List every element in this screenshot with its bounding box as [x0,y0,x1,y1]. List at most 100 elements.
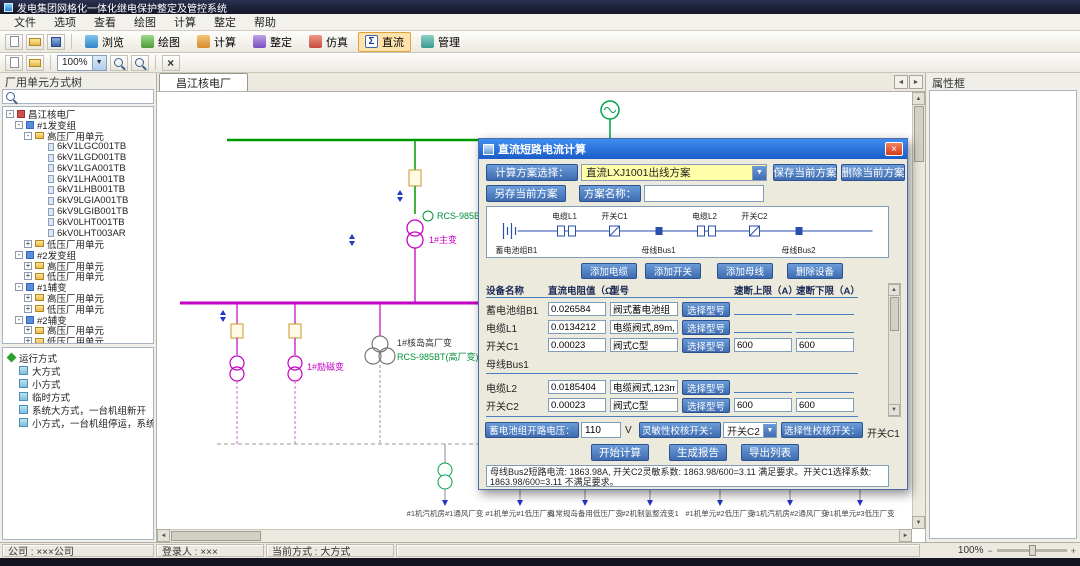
tab-scroll-right-icon[interactable]: ► [909,75,923,89]
tree-item[interactable]: +低压厂用单元 [3,239,153,250]
tab-plant[interactable]: 昌江核电厂 [159,73,248,91]
tree-item[interactable]: +低压厂用单元 [3,271,153,282]
menu-item-calc[interactable]: 计算 [166,13,204,31]
vertical-scroll-thumb[interactable] [914,106,924,162]
tree-expander-icon[interactable]: - [6,110,14,118]
delete-device-button[interactable]: 删除设备 [787,263,843,279]
browse-button[interactable]: 浏览 [78,32,131,52]
new-file-button[interactable] [5,34,23,50]
select-model-button[interactable]: 选择型号 [682,398,730,413]
resistance-field[interactable] [548,320,606,334]
zoom-slider[interactable] [997,549,1067,552]
generate-report-button[interactable]: 生成报告 [669,444,727,461]
lower-limit-field[interactable] [796,338,854,352]
select-model-button[interactable]: 选择型号 [682,302,730,317]
tree-expander-icon[interactable]: + [24,272,32,280]
resistance-field[interactable] [548,338,606,352]
canvas-vertical-scrollbar[interactable]: ▲ ▼ [912,92,925,529]
chevron-down-icon[interactable]: ▼ [92,56,106,70]
zoom-in-icon[interactable]: + [1071,546,1076,556]
menu-item-draw[interactable]: 绘图 [126,13,164,31]
model-field[interactable] [610,302,678,316]
feeder-branch[interactable] [438,444,452,506]
delete-tool-button[interactable]: × [162,55,180,71]
run-mode-item[interactable]: 小方式，一台机组停运，系统侧新开 [3,416,153,429]
select-model-button[interactable]: 选择型号 [682,338,730,353]
model-field[interactable] [610,338,678,352]
table-scroll-thumb[interactable] [890,297,899,331]
property-panel-body[interactable] [929,90,1077,539]
add-bus-button[interactable]: 添加母线 [717,263,773,279]
tree-expander-icon[interactable]: + [24,305,32,313]
start-calculation-button[interactable]: 开始计算 [591,444,649,461]
table-scrollbar[interactable]: ▲ ▼ [888,283,901,417]
sensitivity-switch-combobox[interactable]: 开关C2 ▼ [723,422,777,438]
resistance-field[interactable] [548,398,606,412]
run-mode-item[interactable]: 临时方式 [3,390,153,403]
aux-transformer-symbol[interactable] [230,356,244,381]
run-mode-item[interactable]: 系统大方式，一台机组新开 [3,403,153,416]
upper-limit-field[interactable] [734,398,792,412]
tree-expander-icon[interactable]: - [15,251,23,259]
horizontal-scroll-thumb[interactable] [171,531,261,541]
zoom-out-icon[interactable]: − [987,546,992,556]
scroll-up-icon[interactable]: ▲ [912,92,925,105]
delete-scheme-button[interactable]: 删除当前方案 [841,164,905,181]
tree-item[interactable]: 6kV9LGIB001TB [3,206,153,217]
main-transformer-symbol[interactable] [407,220,423,248]
tree-expander-icon[interactable]: + [24,294,32,302]
resistance-field[interactable] [548,302,606,316]
tree-item[interactable]: 6kV1LGC001TB [3,141,153,152]
tab-scroll-left-icon[interactable]: ◄ [894,75,908,89]
calc-button[interactable]: 计算 [190,32,243,52]
scheme-name-field[interactable] [644,185,764,202]
pan-tool-button[interactable] [26,55,44,71]
setting-button[interactable]: 整定 [246,32,299,52]
menu-item-view[interactable]: 查看 [86,13,124,31]
run-mode-item[interactable]: 小方式 [3,377,153,390]
menu-item-file[interactable]: 文件 [6,13,44,31]
run-mode-item[interactable]: 大方式 [3,364,153,377]
generator-symbol[interactable] [601,101,619,119]
tree-item[interactable]: 6kV1LGA001TB [3,163,153,174]
scheme-combobox[interactable]: 直流LXJ1001出线方案 ▼ [581,164,767,181]
export-list-button[interactable]: 导出列表 [741,444,799,461]
menu-item-help[interactable]: 帮助 [246,13,284,31]
tree-item[interactable]: 6kV1LGD001TB [3,152,153,163]
select-tool-button[interactable] [5,55,23,71]
chevron-down-icon[interactable]: ▼ [763,424,776,437]
circuit-preview-panel[interactable]: 电缆L1 开关C1 电缆L2 开关C2 蓄电池组B1 母线Bus1 母线Bus2 [486,206,889,258]
tree-expander-icon[interactable]: + [24,240,32,248]
scroll-up-icon[interactable]: ▲ [888,284,900,296]
canvas-horizontal-scrollbar[interactable]: ◄ ► [157,529,912,542]
add-cable-button[interactable]: 添加电缆 [581,263,637,279]
upper-limit-field[interactable] [734,338,792,352]
zoom-combobox[interactable]: 100% ▼ [57,55,107,71]
scroll-right-icon[interactable]: ► [899,529,912,542]
menu-item-options[interactable]: 选项 [46,13,84,31]
zoom-out-button[interactable] [131,55,149,71]
menu-item-setting[interactable]: 整定 [206,13,244,31]
zoom-slider-thumb[interactable] [1029,545,1036,556]
resistance-field[interactable] [548,380,606,394]
chevron-down-icon[interactable]: ▼ [752,166,766,180]
tree-item[interactable]: 6kV1LHA001TB [3,174,153,185]
dialog-title-bar[interactable]: 直流短路电流计算 × [479,139,907,159]
tree-expander-icon[interactable]: - [24,132,32,140]
save-button[interactable] [47,34,65,50]
tree-expander-icon[interactable]: + [24,337,32,344]
model-field[interactable] [610,398,678,412]
tree-item[interactable]: 6kV1LHB001TB [3,185,153,196]
scroll-left-icon[interactable]: ◄ [157,529,170,542]
model-field[interactable] [610,320,678,334]
tree-search-box[interactable] [2,89,154,104]
select-model-button[interactable]: 选择型号 [682,320,730,335]
zoom-in-button[interactable] [110,55,128,71]
tree-item[interactable]: +低压厂用单元 [3,303,153,314]
add-switch-button[interactable]: 添加开关 [645,263,701,279]
tree-item[interactable]: 6kV0LHT001TB [3,217,153,228]
tree-item[interactable]: -高压厂用单元 [3,131,153,142]
tree-expander-icon[interactable]: - [15,121,23,129]
save-scheme-button[interactable]: 保存当前方案 [773,164,837,181]
model-field[interactable] [610,380,678,394]
